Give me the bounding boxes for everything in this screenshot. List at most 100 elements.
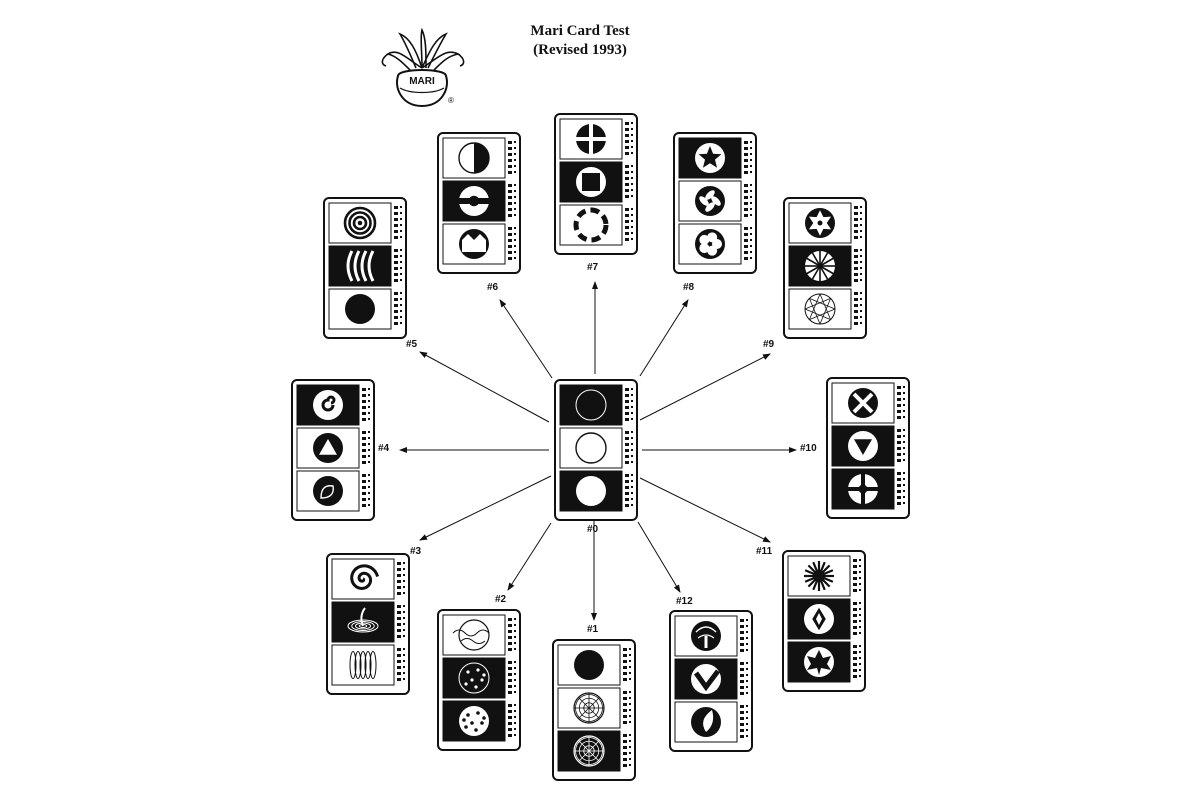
side-scale-marks (623, 691, 631, 724)
side-scale-marks (508, 184, 516, 217)
flame-disc-icon (691, 707, 721, 737)
diamond-eye-icon (804, 604, 834, 634)
side-scale-marks (744, 141, 752, 174)
notched-ring-icon (573, 207, 609, 243)
side-scale-marks (394, 292, 402, 325)
title-line-1: Mari Card Test (530, 23, 630, 39)
check-disc-icon (691, 664, 721, 694)
x-in-disc-icon (848, 388, 878, 418)
black-disc-icon (345, 294, 375, 324)
coil-icon (349, 651, 377, 679)
title-line-2: (Revised 1993) (533, 42, 627, 58)
black-disc-icon (574, 650, 604, 680)
card-label: #11 (756, 546, 773, 557)
registered-mark: ® (448, 96, 454, 105)
maple-leaf-icon (804, 647, 834, 677)
dotted-white-disc-icon (459, 706, 489, 736)
mari-card (782, 550, 866, 692)
card-label: #5 (406, 339, 418, 350)
side-scale-marks (508, 227, 516, 260)
mari-card (326, 553, 410, 695)
side-scale-marks (740, 662, 748, 695)
mari-card (554, 379, 638, 521)
page-title: Mari Card Test (Revised 1993) (480, 22, 680, 60)
arrow-to-card (639, 477, 771, 543)
side-scale-marks (853, 602, 861, 635)
mari-card (552, 639, 636, 781)
mari-card (554, 113, 638, 255)
mari-card (826, 377, 910, 519)
wave-arcs-icon (346, 250, 375, 282)
dotted-disc-icon (458, 662, 490, 694)
card-label: #7 (587, 262, 599, 273)
side-scale-marks (623, 648, 631, 681)
side-scale-marks (397, 562, 405, 595)
flower-icon (695, 229, 725, 259)
six-point-star-icon (805, 208, 835, 238)
cross-target-icon (848, 474, 878, 504)
arrow-to-card (639, 299, 689, 377)
web-sphere-icon (573, 692, 605, 724)
side-scale-marks (625, 388, 633, 421)
mari-card (437, 132, 521, 274)
side-scale-marks (897, 472, 905, 505)
card-label: #9 (763, 339, 775, 350)
side-scale-marks (394, 206, 402, 239)
white-disc-on-black-icon (576, 476, 606, 506)
card-label: #3 (410, 546, 422, 557)
starburst-icon (805, 251, 835, 281)
side-scale-marks (853, 559, 861, 592)
side-scale-marks (854, 206, 862, 239)
mari-card (783, 197, 867, 339)
side-scale-marks (744, 184, 752, 217)
card-label: #0 (587, 524, 599, 535)
side-scale-marks (740, 619, 748, 652)
arrow-to-card (507, 522, 552, 591)
geodesic-ring-icon (804, 293, 836, 325)
half-disc-icon (458, 142, 490, 174)
side-scale-marks (854, 249, 862, 282)
card-label: #2 (495, 594, 507, 605)
side-scale-marks (508, 661, 516, 694)
pinwheel-icon (695, 186, 725, 216)
concentric-rings-icon (343, 206, 377, 240)
side-scale-marks (854, 292, 862, 325)
card-label: #6 (487, 282, 499, 293)
side-scale-marks (508, 141, 516, 174)
side-scale-marks (625, 474, 633, 507)
whirlpool-icon (347, 607, 379, 633)
card-label: #10 (800, 443, 817, 454)
tree-disc-icon (691, 621, 721, 651)
side-scale-marks (508, 704, 516, 737)
side-scale-marks (508, 618, 516, 651)
side-scale-marks (625, 122, 633, 155)
side-scale-marks (625, 431, 633, 464)
mari-card (437, 609, 521, 751)
card-label: #4 (378, 443, 390, 454)
black-circle-outlined-icon (575, 389, 607, 421)
card-panel (328, 245, 392, 287)
side-scale-marks (362, 431, 370, 464)
card-label: #12 (676, 596, 693, 607)
mari-card (291, 379, 375, 521)
mari-card (673, 132, 757, 274)
card-label: #1 (587, 624, 599, 635)
side-scale-marks (897, 386, 905, 419)
curl-icon (313, 390, 343, 420)
side-scale-marks (397, 648, 405, 681)
spiral-icon (350, 564, 380, 590)
arrow-to-card (419, 475, 552, 541)
logo-text: MARI (409, 76, 435, 87)
star-in-disc-icon (695, 143, 725, 173)
side-scale-marks (623, 734, 631, 767)
white-circle-icon (575, 432, 607, 464)
leaf-outline-icon (313, 476, 343, 506)
side-scale-marks (897, 429, 905, 462)
cloudy-moon-icon (452, 619, 490, 651)
dark-web-sphere-icon (573, 735, 605, 767)
side-scale-marks (625, 208, 633, 241)
arrow-to-card (499, 299, 553, 379)
lotus-flower-logo-icon: MARI (381, 28, 465, 108)
